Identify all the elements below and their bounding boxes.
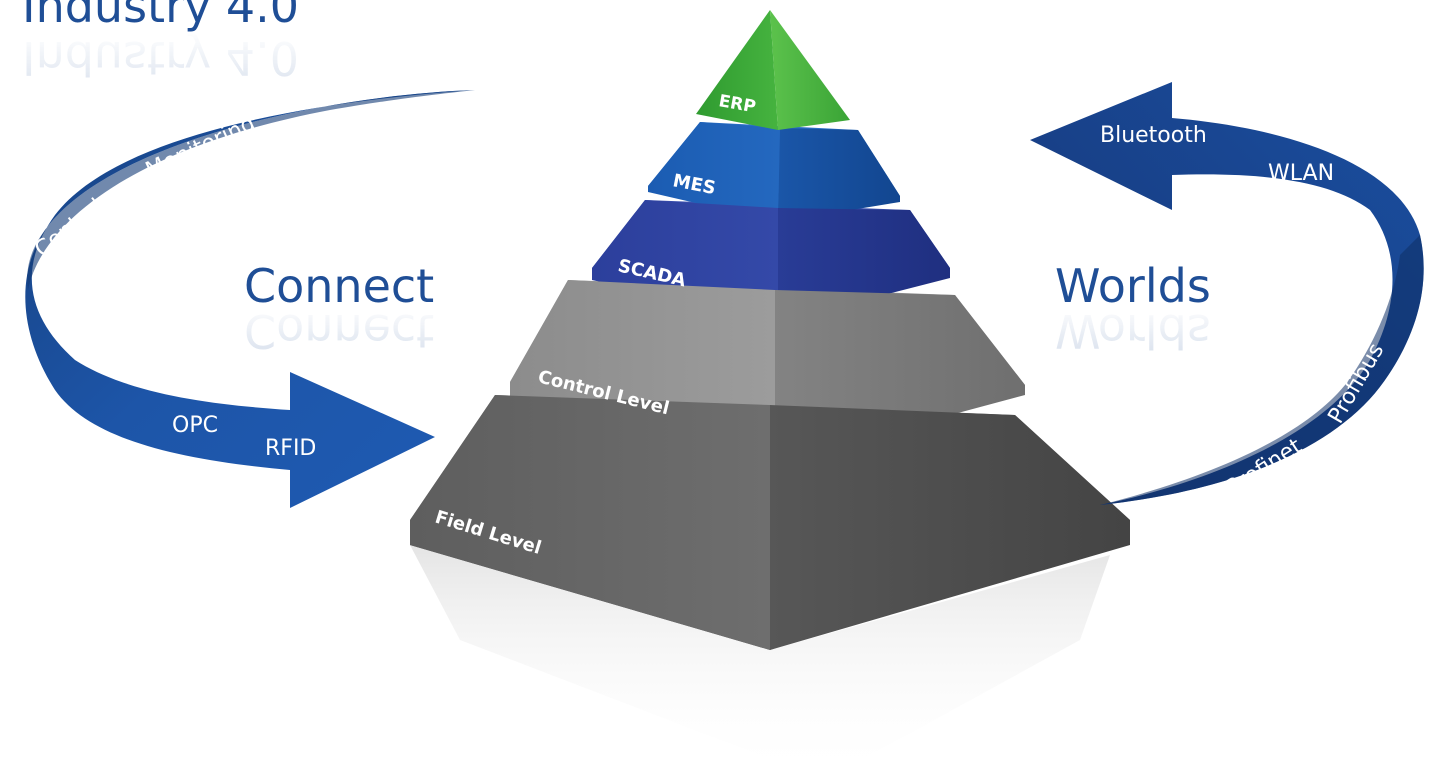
worlds-word-reflection: Worlds — [1055, 304, 1211, 358]
erp-block — [696, 10, 850, 130]
field-level-faces — [410, 395, 1130, 650]
left-arrow-label-monitoring: Monitoring — [142, 111, 259, 183]
worlds-word: Worlds — [1055, 259, 1211, 313]
connect-word: Connect — [244, 259, 434, 313]
page-title-reflection: Industry 4.0 — [22, 31, 299, 85]
right-arrow-label-bluetooth: Bluetooth — [1100, 123, 1207, 148]
connect-word-reflection: Connect — [244, 304, 434, 358]
right-arrow-label-wlan: WLAN — [1268, 161, 1334, 186]
page-title: Industry 4.0 — [22, 0, 299, 33]
right-curved-arrow — [1030, 82, 1424, 505]
left-arrow-label-opc: OPC — [172, 413, 218, 438]
left-arrow-label-rfid: RFID — [265, 436, 316, 461]
pyramid-reflection — [410, 545, 1110, 780]
mes-block-faces — [648, 122, 900, 222]
left-curved-arrow — [25, 90, 476, 508]
